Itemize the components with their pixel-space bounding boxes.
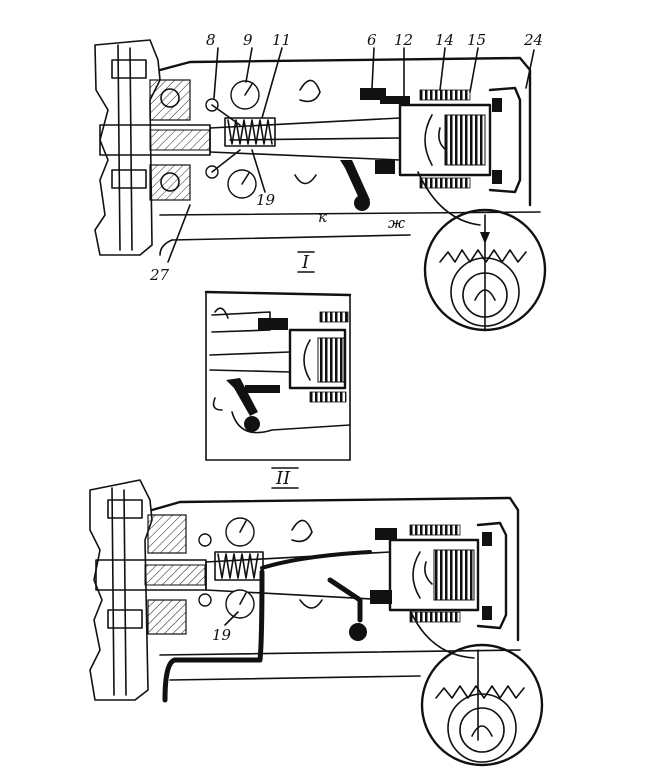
label-15: 15 [467,31,486,49]
top-assembly: 8 9 11 6 12 14 15 24 19 27 к ж I [94,31,547,332]
label-27: 27 [149,266,170,284]
rotation-arrow-upper [299,79,321,103]
label-11: 11 [272,31,291,49]
detail-view: II [204,290,352,489]
bottom-assembly: 19 [89,479,544,767]
gauge-upper [230,80,260,110]
label-14: 14 [435,31,454,49]
view-label-I: I [301,252,310,273]
label-k: к [318,208,327,226]
label-19-bottom: 19 [212,626,232,644]
gauge-bottom-lower [225,589,255,619]
clutch-drum-bottom [388,524,480,623]
clutch-drum [398,89,492,189]
spring-pack [224,117,276,147]
label-19: 19 [256,191,276,209]
label-9: 9 [243,31,253,49]
rotation-arrow-lower [294,174,317,185]
view-label-II: II [275,468,291,489]
gauge-lower [227,169,257,199]
label-12: 12 [394,31,413,49]
label-24: 24 [523,31,543,49]
label-zh: ж [388,214,405,232]
gauge-bottom-upper [225,517,255,547]
spring-pack-bottom [214,551,264,581]
drive-gear-bottom [409,609,544,767]
drive-gear-top [417,171,547,332]
label-8: 8 [206,31,216,49]
label-6: 6 [367,31,377,49]
